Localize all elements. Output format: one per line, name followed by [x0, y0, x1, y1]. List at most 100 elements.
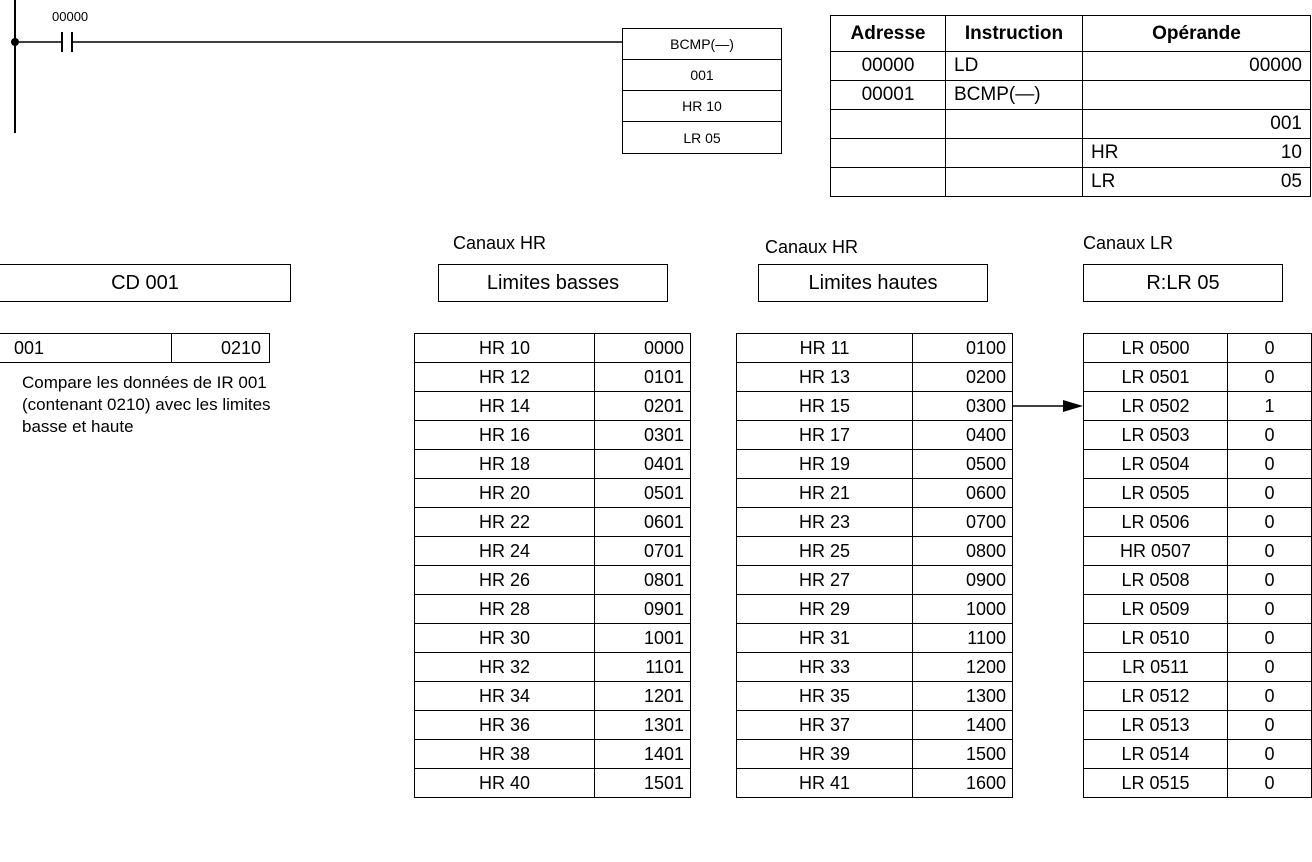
result-value: 0 [1227, 594, 1312, 624]
mnemonic-row: 00000 LD 00000 [830, 51, 1311, 81]
mnemonic-address [830, 138, 946, 168]
operand-value: 001 [1270, 113, 1302, 134]
result-channel: LR 0511 [1083, 652, 1228, 682]
low-value: 0701 [594, 536, 691, 566]
low-value: 1501 [594, 768, 691, 798]
result-value: 0 [1227, 449, 1312, 479]
high-channel: HR 37 [736, 710, 913, 740]
high-title-box: Limites hautes [758, 264, 988, 302]
high-channel: HR 31 [736, 623, 913, 653]
high-channel: HR 19 [736, 449, 913, 479]
mnemonic-table: Adresse Instruction Opérande 00000 LD 00… [830, 15, 1311, 197]
high-value: 1000 [912, 594, 1013, 624]
high-value: 0400 [912, 420, 1013, 450]
header-operande: Opérande [1082, 15, 1311, 52]
result-channel: LR 0502 [1083, 391, 1228, 421]
high-value: 0300 [912, 391, 1013, 421]
low-value: 1301 [594, 710, 691, 740]
operand-area: HR [1091, 142, 1119, 163]
high-value: 0200 [912, 362, 1013, 392]
result-value: 0 [1227, 681, 1312, 711]
high-value: 1300 [912, 681, 1013, 711]
low-channel: HR 36 [414, 710, 595, 740]
result-value: 0 [1227, 768, 1312, 798]
instruction-box-cd: 001 [622, 59, 782, 91]
result-channel: LR 0512 [1083, 681, 1228, 711]
low-value: 0201 [594, 391, 691, 421]
mnemonic-address: 00000 [830, 51, 946, 81]
cd-value-row: 001 0210 [0, 333, 270, 363]
operand-area: LR [1091, 171, 1116, 192]
result-value: 0 [1227, 333, 1312, 363]
high-value: 1400 [912, 710, 1013, 740]
high-value: 1500 [912, 739, 1013, 769]
low-channel: HR 34 [414, 681, 595, 711]
high-channel: HR 33 [736, 652, 913, 682]
high-value: 0500 [912, 449, 1013, 479]
result-value: 0 [1227, 507, 1312, 537]
low-channel: HR 14 [414, 391, 595, 421]
low-value: 0801 [594, 565, 691, 595]
result-value: 0 [1227, 710, 1312, 740]
result-value: 0 [1227, 739, 1312, 769]
result-channel: LR 0508 [1083, 565, 1228, 595]
high-channel: HR 41 [736, 768, 913, 798]
high-channel: HR 21 [736, 478, 913, 508]
high-value: 1100 [912, 623, 1013, 653]
result-channel: LR 0513 [1083, 710, 1228, 740]
high-channel: HR 29 [736, 594, 913, 624]
low-channel: HR 24 [414, 536, 595, 566]
low-value: 0401 [594, 449, 691, 479]
high-value: 0900 [912, 565, 1013, 595]
mnemonic-instruction: LD [945, 51, 1083, 81]
low-channel: HR 32 [414, 652, 595, 682]
result-channel: LR 0503 [1083, 420, 1228, 450]
low-channel: HR 20 [414, 478, 595, 508]
result-channel: LR 0515 [1083, 768, 1228, 798]
instruction-box-bcmp: BCMP(—) [622, 28, 782, 60]
high-channel: HR 13 [736, 362, 913, 392]
result-channel: HR 0507 [1083, 536, 1228, 566]
low-value: 1201 [594, 681, 691, 711]
high-value: 1200 [912, 652, 1013, 682]
result-value: 0 [1227, 652, 1312, 682]
result-value: 0 [1227, 536, 1312, 566]
result-value: 1 [1227, 391, 1312, 421]
instruction-box-cb: HR 10 [622, 90, 782, 122]
low-channel: HR 18 [414, 449, 595, 479]
mnemonic-instruction: BCMP(—) [945, 80, 1083, 110]
result-channel: LR 0509 [1083, 594, 1228, 624]
low-channel: HR 16 [414, 420, 595, 450]
contact-label: 00000 [52, 9, 89, 24]
operand-value: 05 [1280, 171, 1302, 192]
result-arrow-head [1063, 400, 1083, 412]
result-value: 0 [1227, 478, 1312, 508]
low-channel: HR 22 [414, 507, 595, 537]
result-channel: LR 0500 [1083, 333, 1228, 363]
high-value: 0600 [912, 478, 1013, 508]
result-value: 0 [1227, 420, 1312, 450]
result-channel: LR 0504 [1083, 449, 1228, 479]
